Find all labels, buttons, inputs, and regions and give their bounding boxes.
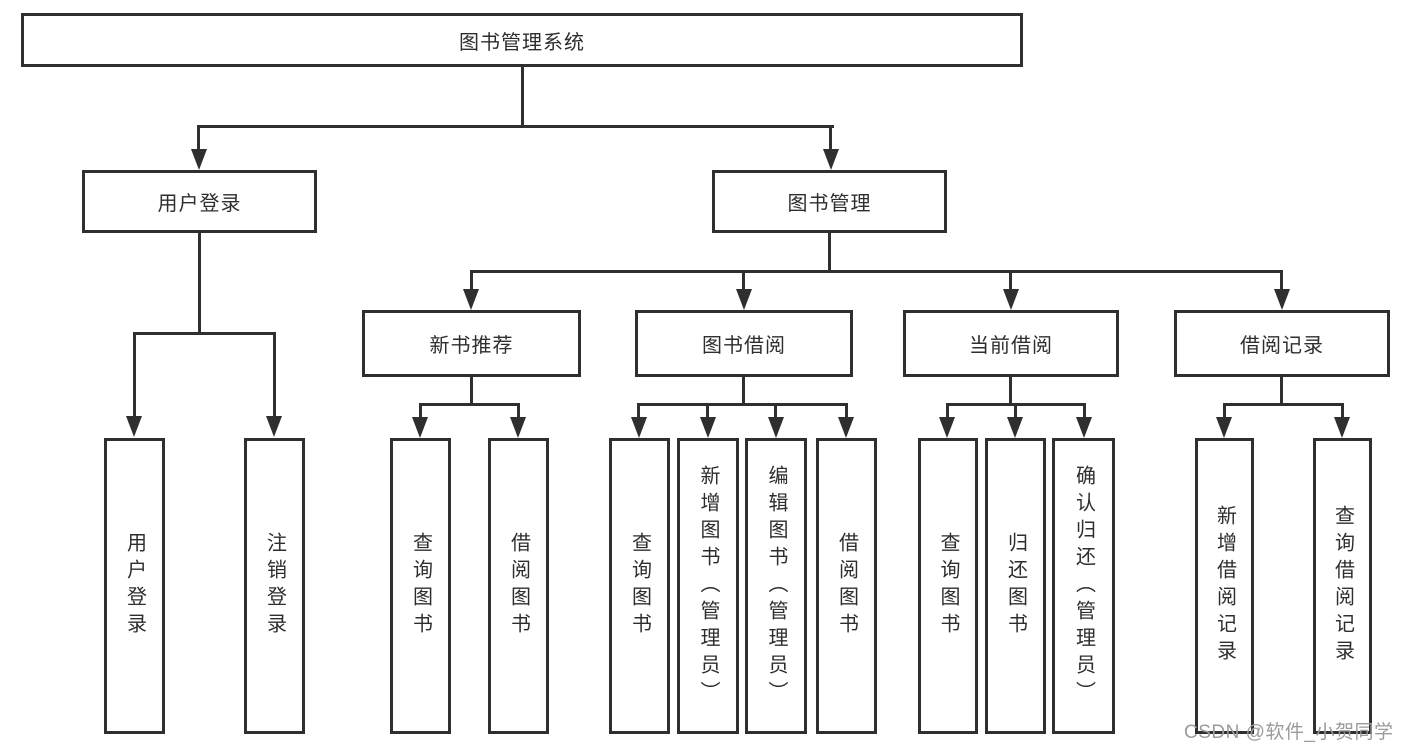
node-label: 图书管理系统 (459, 31, 585, 54)
connector-line (1083, 403, 1086, 419)
connector-line (197, 125, 834, 128)
connector-line (517, 403, 520, 419)
connector-line (470, 377, 473, 406)
connector-line (1223, 403, 1226, 419)
connector-line (1009, 377, 1012, 406)
node-borrowing-records: 借阅记录 (1174, 310, 1390, 377)
connector-line (198, 233, 201, 335)
connector-line (946, 403, 949, 419)
node-library-management-system: 图书管理系统 (21, 13, 1023, 67)
arrow-down-icon (768, 417, 784, 438)
leaf-label: 编辑图书（管理员） (765, 464, 787, 708)
node-label: 图书管理 (787, 193, 872, 215)
arrow-down-icon (1003, 289, 1019, 310)
connector-line (1223, 403, 1344, 406)
arrow-down-icon (631, 417, 647, 438)
arrow-down-icon (1007, 417, 1023, 438)
leaf-borrow-books-borrowing: 借阅图书 (816, 438, 877, 734)
arrow-down-icon (838, 417, 854, 438)
leaf-query-books-borrowing: 查询图书 (609, 438, 670, 734)
connector-line (742, 270, 745, 290)
connector-line (521, 67, 524, 128)
connector-line (637, 403, 848, 406)
arrow-down-icon (412, 417, 428, 438)
arrow-down-icon (463, 289, 479, 310)
connector-line (419, 403, 520, 406)
connector-line (828, 233, 831, 273)
leaf-label: 确认归还（管理员） (1072, 464, 1095, 708)
connector-line (470, 270, 1283, 273)
connector-line (197, 125, 200, 152)
connector-line (273, 332, 276, 417)
connector-line (742, 377, 745, 406)
leaf-label: 归还图书 (1004, 532, 1027, 640)
csdn-watermark: CSDN @软件_小贺同学 (1184, 722, 1394, 743)
node-new-book-recommend: 新书推荐 (362, 310, 581, 377)
connector-line (1341, 403, 1344, 419)
leaf-query-books-current: 查询图书 (918, 438, 978, 734)
connector-line (706, 403, 709, 419)
connector-line (133, 332, 276, 335)
leaf-label: 借阅图书 (507, 532, 530, 640)
leaf-borrow-books-recommend: 借阅图书 (488, 438, 549, 734)
node-book-management: 图书管理 (712, 170, 947, 233)
arrow-down-icon (1076, 417, 1092, 438)
leaf-label: 用户登录 (123, 532, 146, 640)
arrow-down-icon (126, 416, 142, 437)
arrow-down-icon (266, 416, 282, 437)
node-label: 图书借阅 (702, 335, 786, 357)
connector-line (1280, 377, 1283, 406)
leaf-add-books-admin: 新增图书（管理员） (677, 438, 739, 734)
connector-line (829, 125, 832, 152)
connector-line (637, 403, 640, 419)
arrow-down-icon (191, 149, 207, 170)
connector-line (1009, 270, 1012, 290)
leaf-query-borrow-record: 查询借阅记录 (1313, 438, 1372, 734)
node-current-borrowing: 当前借阅 (903, 310, 1119, 377)
node-label: 借阅记录 (1240, 335, 1324, 357)
leaf-return-books: 归还图书 (985, 438, 1046, 734)
leaf-label: 查询图书 (937, 532, 959, 640)
arrow-down-icon (736, 289, 752, 310)
connector-line (774, 403, 777, 419)
leaf-label: 查询图书 (409, 532, 432, 640)
node-user-login: 用户登录 (82, 170, 317, 233)
leaf-user-login: 用户登录 (104, 438, 165, 734)
connector-line (419, 403, 422, 419)
arrow-down-icon (1274, 289, 1290, 310)
arrow-down-icon (1216, 417, 1232, 438)
arrow-down-icon (510, 417, 526, 438)
leaf-query-books-recommend: 查询图书 (390, 438, 451, 734)
node-book-borrowing: 图书借阅 (635, 310, 853, 377)
leaf-label: 查询图书 (628, 532, 651, 640)
node-label: 用户登录 (157, 193, 242, 215)
connector-line (1014, 403, 1017, 419)
connector-line (470, 270, 473, 290)
leaf-label: 借阅图书 (835, 532, 858, 640)
connector-line (133, 332, 136, 417)
arrow-down-icon (823, 149, 839, 170)
connector-line (845, 403, 848, 419)
arrow-down-icon (939, 417, 955, 438)
leaf-add-borrow-record: 新增借阅记录 (1195, 438, 1254, 734)
leaf-confirm-return-admin: 确认归还（管理员） (1052, 438, 1115, 734)
arrow-down-icon (700, 417, 716, 438)
leaf-label: 新增图书（管理员） (697, 464, 719, 708)
node-label: 当前借阅 (969, 335, 1053, 357)
node-label: 新书推荐 (429, 335, 514, 357)
leaf-label: 注销登录 (263, 532, 286, 640)
leaf-label: 新增借阅记录 (1213, 505, 1236, 667)
arrow-down-icon (1334, 417, 1350, 438)
leaf-logout: 注销登录 (244, 438, 305, 734)
leaf-edit-books-admin: 编辑图书（管理员） (745, 438, 807, 734)
leaf-label: 查询借阅记录 (1331, 505, 1354, 667)
connector-line (1280, 270, 1283, 290)
